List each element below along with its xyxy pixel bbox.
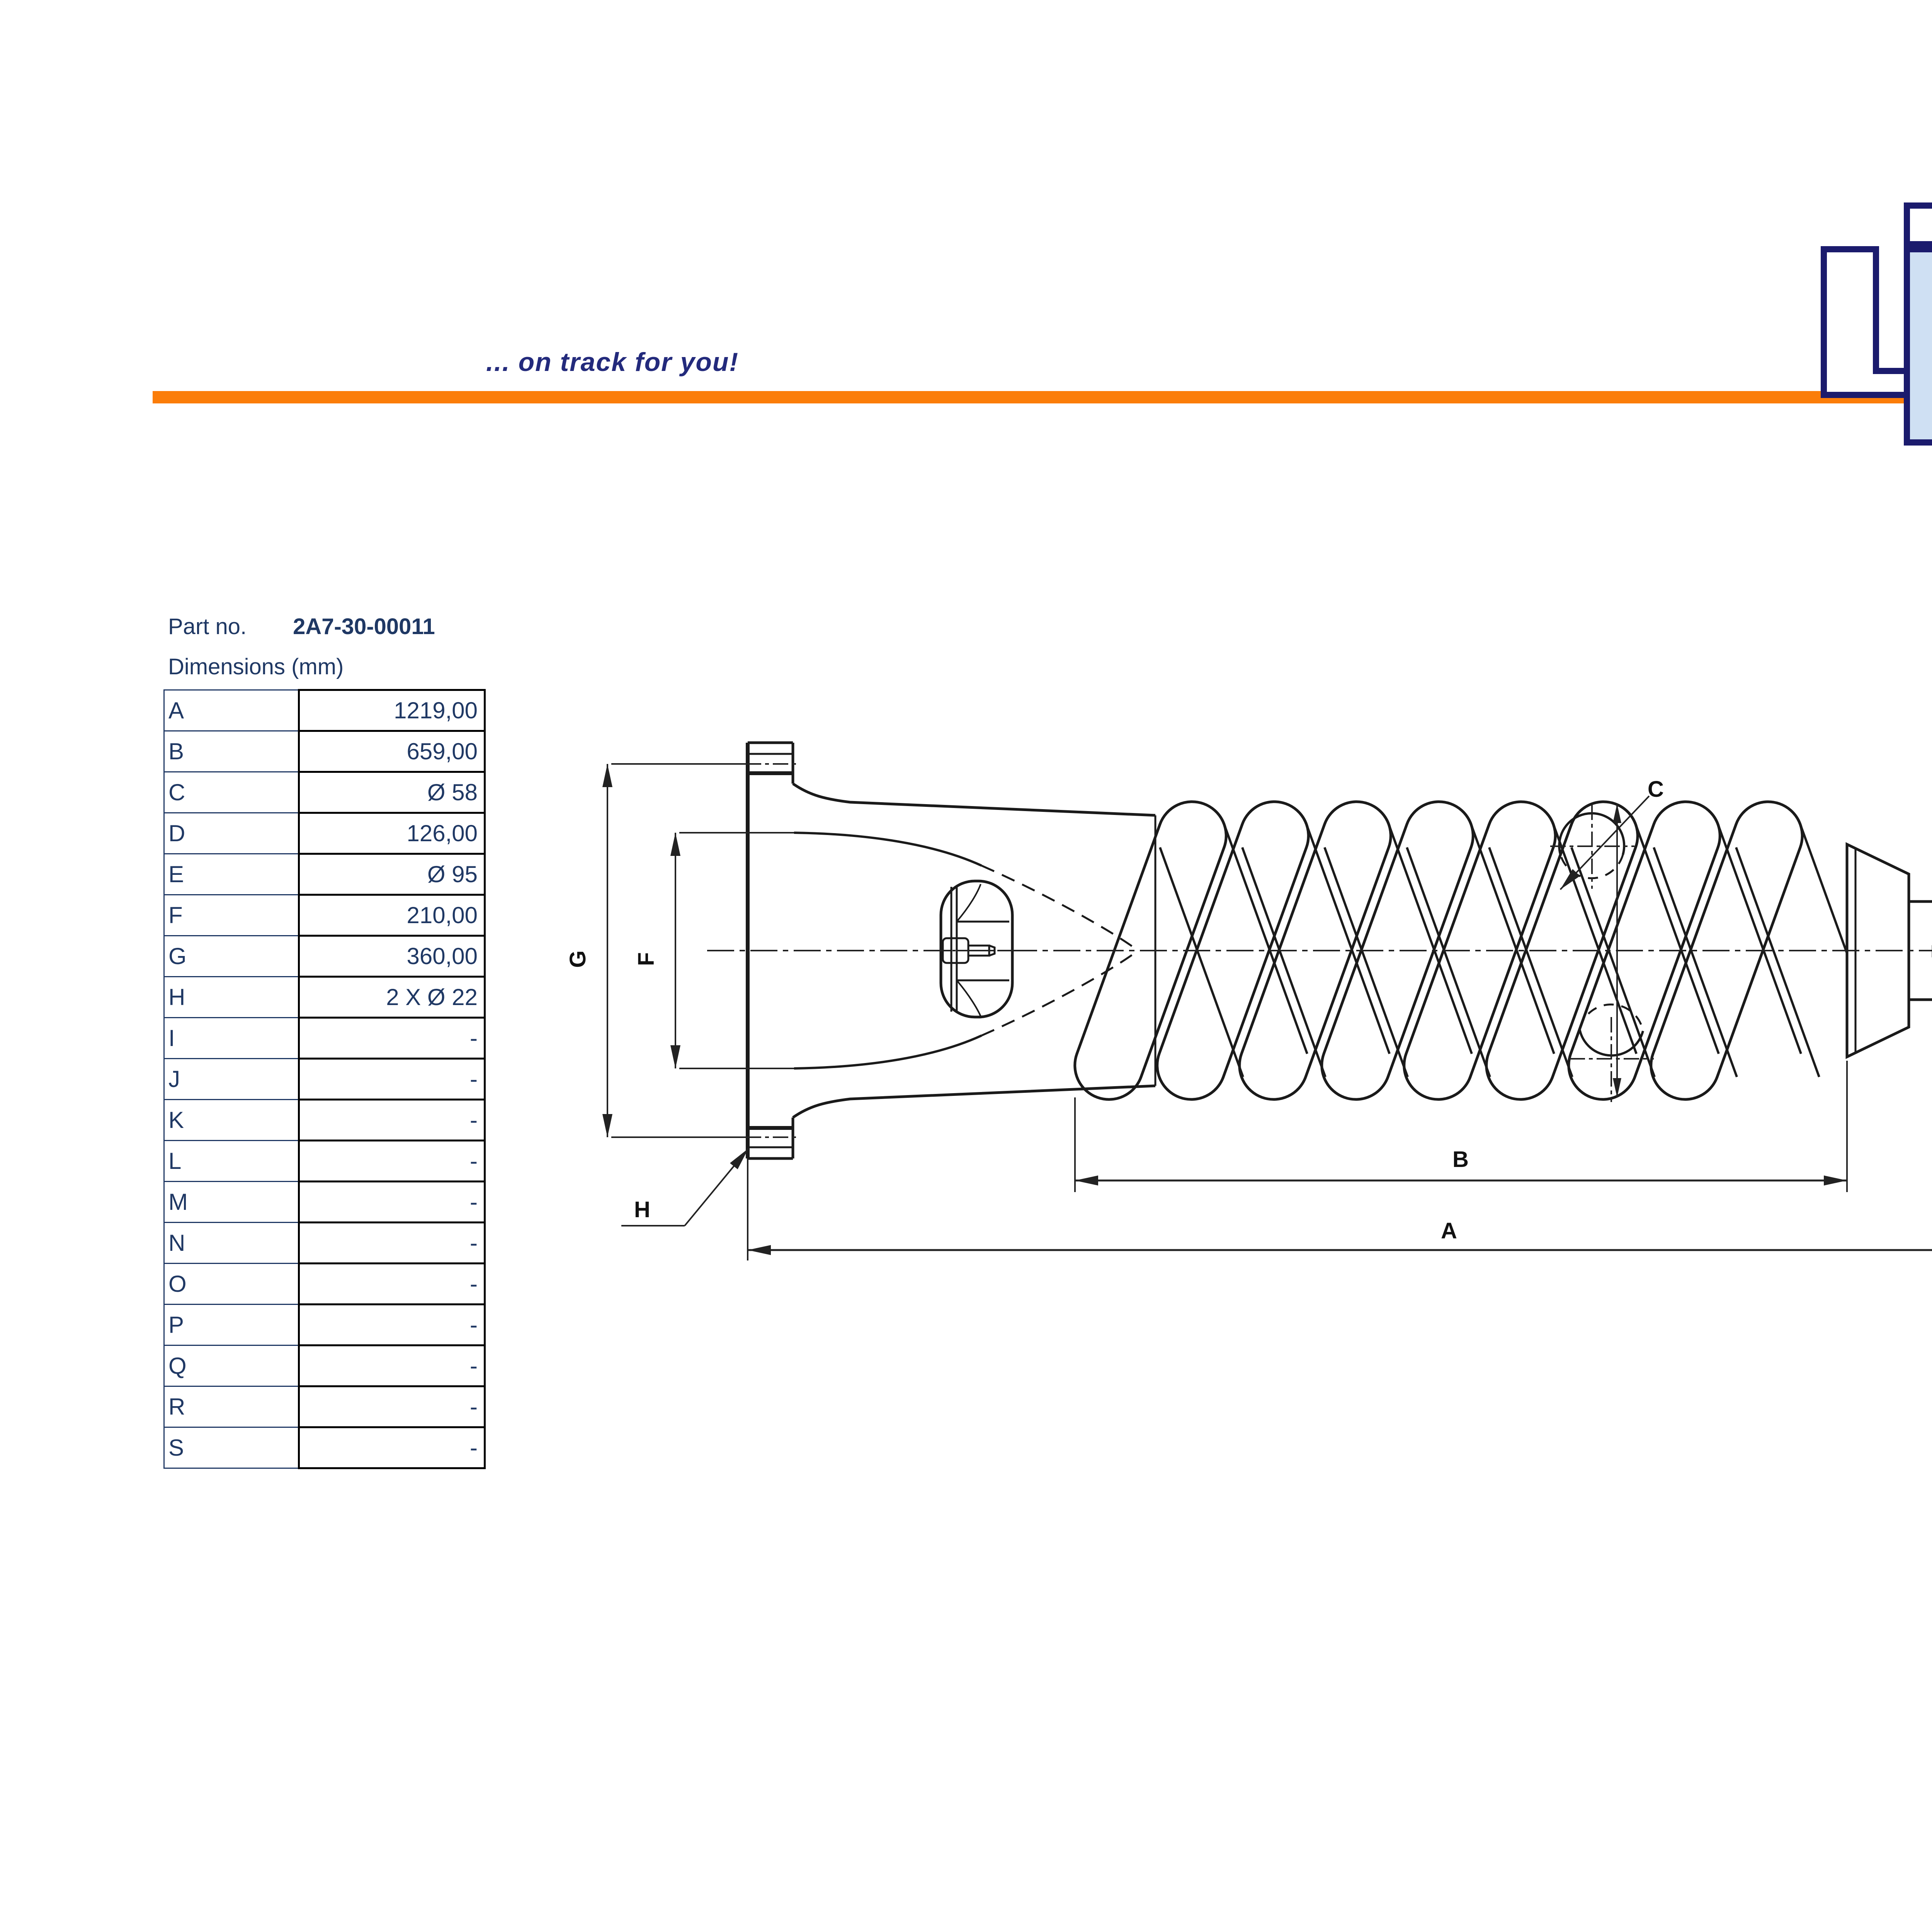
dimension-key: J bbox=[163, 1058, 299, 1100]
part-number-line: Part no. 2A7-30-00011 bbox=[168, 614, 435, 640]
table-row: N- bbox=[163, 1221, 486, 1264]
dimension-value: - bbox=[298, 1221, 486, 1264]
table-row: K- bbox=[163, 1099, 486, 1141]
dimension-key: G bbox=[163, 935, 299, 977]
dimension-key: F bbox=[163, 894, 299, 936]
dimension-key: H bbox=[163, 976, 299, 1018]
dimension-key: P bbox=[163, 1304, 299, 1346]
dimension-key: C bbox=[163, 771, 299, 813]
dimension-value: - bbox=[298, 1344, 486, 1387]
dimension-value: 2 X Ø 22 bbox=[298, 976, 486, 1019]
dimension-value: - bbox=[298, 1017, 486, 1060]
dimension-value: - bbox=[298, 1385, 486, 1428]
dimension-key: M bbox=[163, 1181, 299, 1223]
adjuster-nut-detail bbox=[937, 879, 1023, 1019]
dimension-key: K bbox=[163, 1099, 299, 1141]
dimension-value: - bbox=[298, 1262, 486, 1305]
dim-label-h: H bbox=[634, 1197, 650, 1222]
dimension-value: 659,00 bbox=[298, 730, 486, 773]
tagline: ... on track for you! bbox=[486, 347, 739, 377]
table-row: J- bbox=[163, 1058, 486, 1101]
dim-label-c: C bbox=[1648, 777, 1664, 802]
dimension-value: - bbox=[298, 1303, 486, 1346]
dimension-value: - bbox=[298, 1180, 486, 1223]
dimension-key: D bbox=[163, 812, 299, 854]
dimension-key: R bbox=[163, 1386, 299, 1428]
dimension-key: B bbox=[163, 730, 299, 772]
logo-letter-l-icon bbox=[1821, 246, 1932, 398]
table-row: S- bbox=[163, 1426, 486, 1469]
dim-label-b: B bbox=[1452, 1147, 1469, 1172]
dimension-key: N bbox=[163, 1222, 299, 1264]
table-row: L- bbox=[163, 1140, 486, 1182]
dimension-key: A bbox=[163, 689, 299, 731]
dimension-value: 360,00 bbox=[298, 935, 486, 978]
dimension-labels: G F E D C B A H bbox=[565, 777, 1932, 1243]
dimension-value: Ø 95 bbox=[298, 853, 486, 896]
logo-letter-i-icon bbox=[1904, 202, 1932, 446]
lis-logo: R Germany bbox=[1821, 202, 1932, 446]
table-row: I- bbox=[163, 1017, 486, 1060]
dimension-key: L bbox=[163, 1140, 299, 1182]
dimension-value: Ø 58 bbox=[298, 771, 486, 814]
dim-label-a: A bbox=[1441, 1218, 1457, 1243]
table-row: Q- bbox=[163, 1344, 486, 1387]
dimension-key: S bbox=[163, 1427, 299, 1469]
dimension-value: - bbox=[298, 1058, 486, 1101]
dim-label-f: F bbox=[634, 952, 659, 966]
dimension-value: 1219,00 bbox=[298, 689, 486, 732]
dimensions-title: Dimensions (mm) bbox=[168, 654, 344, 679]
part-number-label: Part no. bbox=[168, 614, 247, 639]
orange-rule bbox=[153, 391, 1932, 403]
dimension-value: - bbox=[298, 1140, 486, 1182]
dimension-lines bbox=[602, 763, 1932, 1260]
dimension-key: Q bbox=[163, 1345, 299, 1387]
table-row: P- bbox=[163, 1303, 486, 1346]
table-row: M- bbox=[163, 1180, 486, 1223]
dim-label-e: E bbox=[1927, 944, 1932, 959]
table-row: R- bbox=[163, 1385, 486, 1428]
dimension-key: E bbox=[163, 853, 299, 895]
dimension-value: 210,00 bbox=[298, 894, 486, 937]
dim-label-g: G bbox=[565, 950, 590, 968]
dimension-value: 126,00 bbox=[298, 812, 486, 855]
part-number-value: 2A7-30-00011 bbox=[293, 614, 435, 639]
dimension-value: - bbox=[298, 1426, 486, 1469]
table-row: O- bbox=[163, 1262, 486, 1305]
dimension-value: - bbox=[298, 1099, 486, 1141]
dimension-key: I bbox=[163, 1017, 299, 1059]
dimension-key: O bbox=[163, 1263, 299, 1305]
